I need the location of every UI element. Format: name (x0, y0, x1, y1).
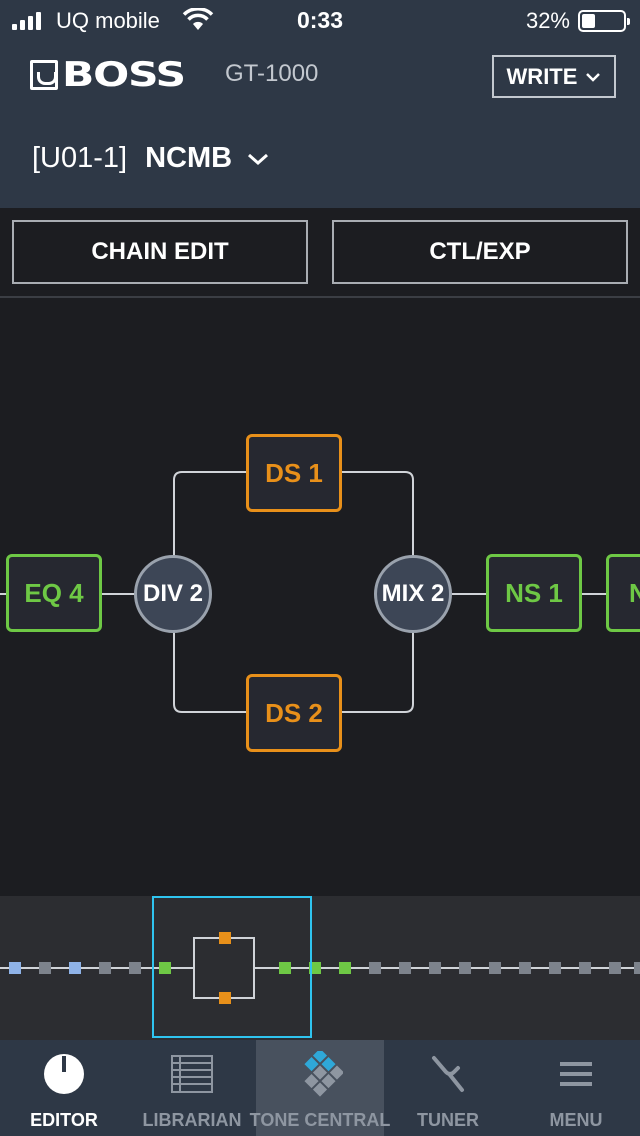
overview-map (0, 932, 640, 1004)
nav-menu[interactable]: MENU (512, 1040, 640, 1136)
patch-id: [U01-1] (32, 142, 128, 174)
hamburger-icon (560, 1040, 592, 1098)
nav-librarian-label: LIBRARIAN (142, 1110, 242, 1130)
nav-editor-label: EDITOR (30, 1110, 98, 1130)
fx-block-ds2[interactable]: DS 2 (246, 674, 342, 752)
patch-selector[interactable]: [U01-1] NCMB (32, 142, 270, 175)
overview-block (309, 962, 321, 974)
overview-block (279, 962, 291, 974)
chevron-down-icon (248, 153, 269, 165)
ctl-exp-button[interactable]: CTL/EXP (332, 220, 628, 284)
nav-menu-label: MENU (549, 1110, 603, 1130)
nav-librarian[interactable]: LIBRARIAN (128, 1040, 256, 1136)
signal-icon (12, 12, 41, 30)
chain-edit-button[interactable]: CHAIN EDIT (12, 220, 308, 284)
carrier-name: UQ mobile (56, 8, 160, 33)
overview-block (129, 962, 141, 974)
overview-block (519, 962, 531, 974)
wifi-icon (182, 7, 214, 37)
brand-name: BOSS (62, 55, 186, 95)
divider-node[interactable]: DIV 2 (134, 555, 212, 633)
action-row: CHAIN EDIT CTL/EXP (0, 208, 640, 298)
fx-block-next[interactable]: N (606, 554, 640, 632)
overview-block (9, 962, 21, 974)
overview-block (459, 962, 471, 974)
nav-tuner-label: TUNER (417, 1110, 479, 1130)
tone-central-icon (297, 1040, 343, 1098)
fx-block-ds1[interactable]: DS 1 (246, 434, 342, 512)
write-label: WRITE (506, 63, 578, 89)
fx-block-eq4[interactable]: EQ 4 (6, 554, 102, 632)
overview-block (99, 962, 111, 974)
model-name: GT-1000 (225, 60, 319, 87)
battery-percent: 32% (525, 8, 570, 33)
nav-editor[interactable]: EDITOR (0, 1040, 128, 1136)
overview-block (69, 962, 81, 974)
list-icon (171, 1040, 213, 1098)
write-button[interactable]: WRITE (492, 55, 616, 98)
nav-tone-central-label: TONE CENTRAL (249, 1110, 391, 1130)
nav-tuner[interactable]: TUNER (384, 1040, 512, 1136)
overview-block (219, 992, 231, 1004)
fx-block-ns1[interactable]: NS 1 (486, 554, 582, 632)
overview-block (579, 962, 591, 974)
overview-block (39, 962, 51, 974)
overview-block (159, 962, 171, 974)
status-bar: UQ mobile 0:33 32% (0, 0, 640, 40)
battery-icon (578, 10, 630, 32)
nav-tone-central[interactable]: TONE CENTRAL (250, 1040, 390, 1136)
mixer-node[interactable]: MIX 2 (374, 555, 452, 633)
overview-block (429, 962, 441, 974)
patch-name: NCMB (145, 142, 233, 174)
overview-block (549, 962, 561, 974)
overview-viewport-frame[interactable] (152, 896, 312, 1038)
knob-icon (43, 1040, 85, 1098)
boss-logo: BOSS (30, 58, 186, 92)
chevron-down-icon (586, 72, 601, 82)
boss-emblem-icon (30, 60, 58, 90)
app-header: BOSS GT-1000 WRITE [U01-1] NCMB (0, 40, 640, 208)
chain-overview[interactable] (0, 896, 640, 1040)
effect-chain[interactable]: EQ 4 DIV 2 DS 1 DS 2 MIX 2 NS 1 N (0, 300, 640, 896)
chain-connectors (0, 471, 608, 713)
overview-block (634, 962, 640, 974)
overview-block (219, 932, 231, 944)
overview-block (339, 962, 351, 974)
overview-block (399, 962, 411, 974)
bottom-nav: EDITOR LIBRARIAN (0, 1040, 640, 1136)
tuning-fork-icon (428, 1040, 468, 1098)
overview-block (609, 962, 621, 974)
overview-block (369, 962, 381, 974)
overview-block (489, 962, 501, 974)
